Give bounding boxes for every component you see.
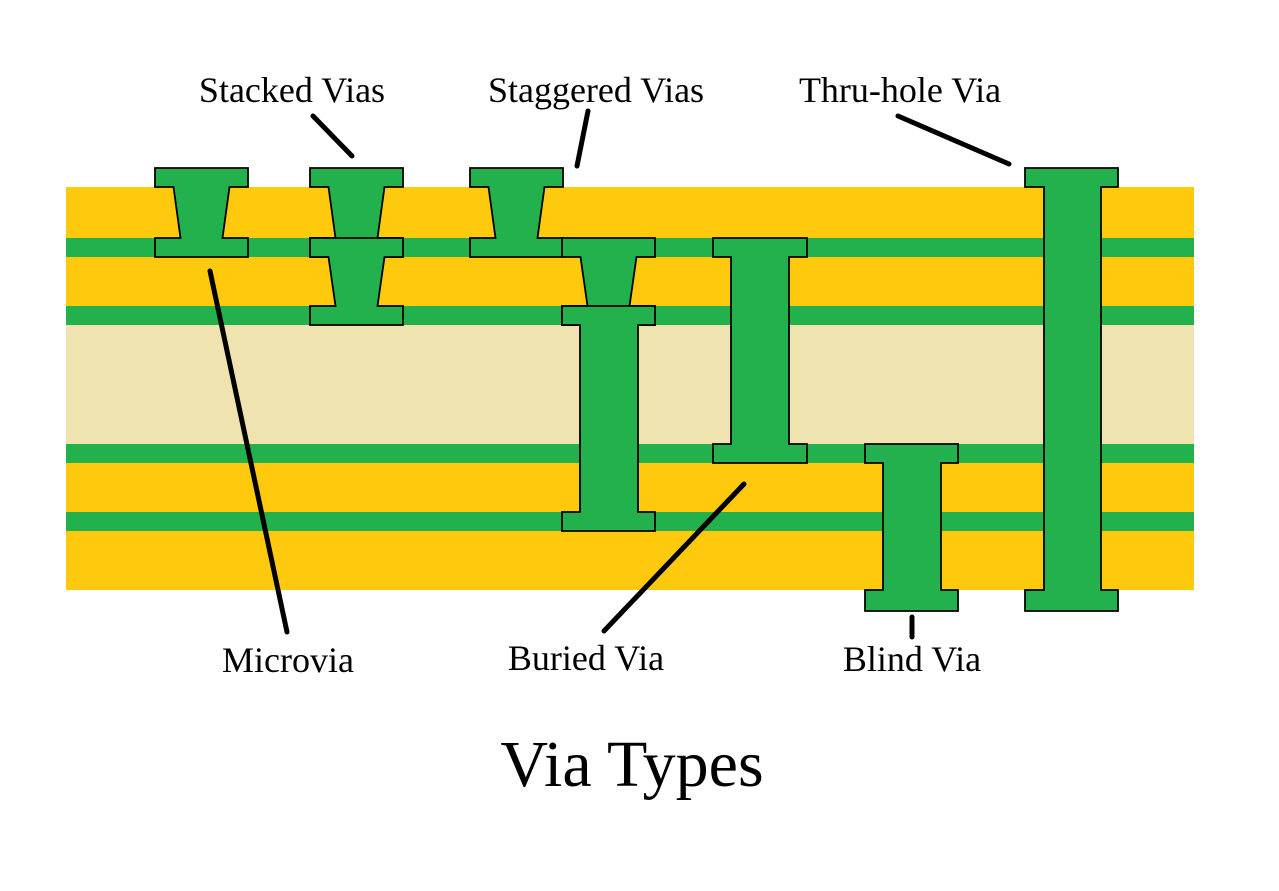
thru-hole-via-shape [1024, 167, 1119, 612]
stacked-vias-leader-line [310, 113, 355, 159]
blind-via-shape [864, 443, 959, 612]
thru-hole-leader-line [895, 113, 1012, 167]
staggered-vias-label: Staggered Vias [487, 70, 705, 110]
leader-lines [207, 108, 1012, 640]
stacked-vias-label: Stacked Vias [198, 70, 386, 110]
microvia-leader-line [207, 268, 290, 635]
vias [154, 167, 1119, 612]
diagram-title: Via Types [500, 728, 764, 801]
staggered-vias-leader-line [574, 108, 591, 169]
stacked-via-bottom-shape [309, 237, 404, 326]
buried-via-leader-line [601, 481, 747, 634]
layer-substrate-4 [66, 531, 1194, 590]
staggered-buried-barrel-shape [561, 305, 656, 532]
microvia-label: Microvia [222, 640, 354, 680]
buried-via-shape [712, 237, 808, 464]
thru-hole-via-label: Thru-hole Via [798, 70, 1002, 110]
layer-substrate-1 [66, 187, 1194, 238]
blind-via-label: Blind Via [842, 639, 982, 679]
buried-via-label: Buried Via [507, 638, 665, 678]
microvia-shape [154, 167, 249, 258]
